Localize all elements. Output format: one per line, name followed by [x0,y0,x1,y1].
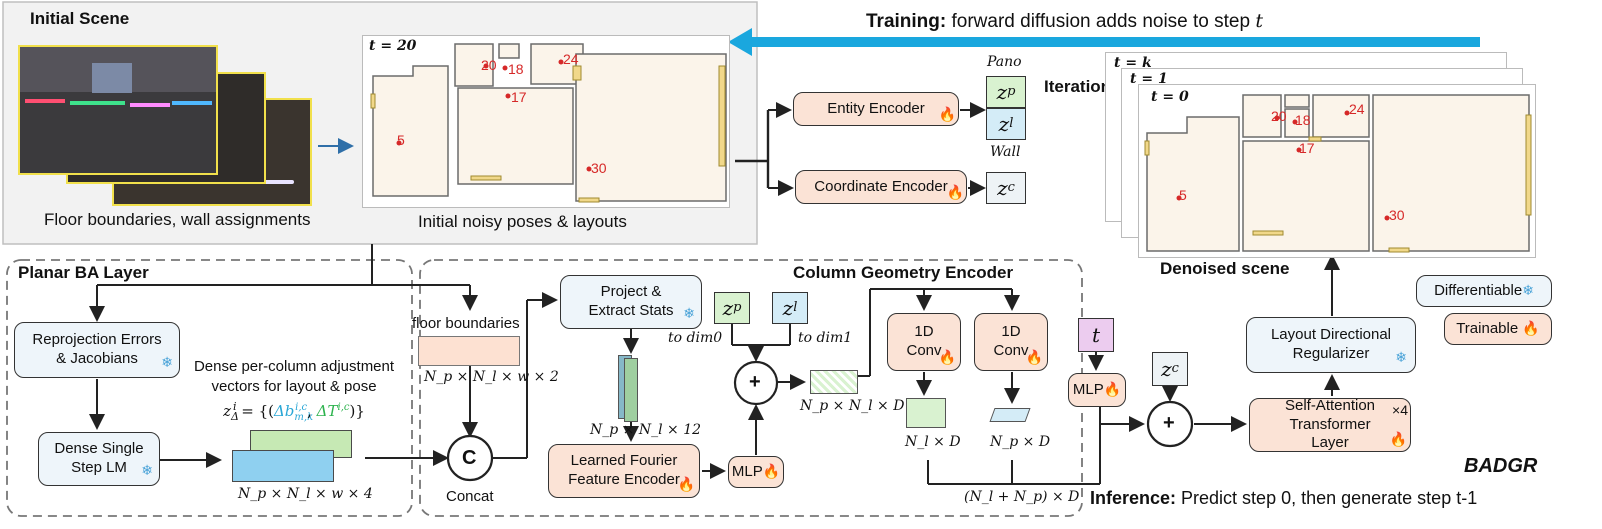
training-arrow-head [728,28,752,56]
initial-floorplan: t = 20 20 18 24 17 5 30 [362,35,730,208]
entity-encoder: Entity Encoder🔥 [793,92,959,126]
flame-icon: 🔥 [946,183,964,200]
sum-dims-label: N_p × N_l × D [800,398,905,414]
flame-icon: 🔥 [1522,320,1540,337]
floor-boundaries-tensor [418,336,520,366]
stats-slab-2 [624,358,638,422]
self-attention-box: Self-Attention Transformer Layer×4🔥 [1249,397,1411,452]
wall-label: Wall [990,144,1021,160]
flame-icon: 🔥 [1103,381,1122,398]
fb-dims-label: N_p × N_l × w × 2 [424,369,559,385]
room-id: 5 [397,132,405,148]
fourier-box: Learned Fourier Feature Encoder🔥 [548,444,700,498]
snowflake-icon: ❄ [683,304,695,321]
concat-symbol: C [462,447,477,469]
room-id: 18 [1295,112,1311,128]
legend-differentiable: Differentiable❄ [1416,275,1552,307]
tensor-slab-blue [232,450,334,482]
nl-dims-label: N_l × D [905,434,961,450]
room-id: 30 [1389,207,1405,223]
floor-boundaries-label: floor boundaries [412,315,520,332]
iteration-label: Iteration [1044,77,1112,96]
tensor-dims-label: N_p × N_l × w × 4 [238,486,373,502]
conv-box-1: 1D Conv🔥 [887,313,961,371]
room-id: 17 [1299,140,1315,156]
room-id: 18 [508,61,524,77]
initial-scene-caption-right: Initial noisy poses & layouts [418,212,627,231]
np-dims-label: N_p × D [990,434,1051,450]
concat-node [446,434,494,482]
denoised-caption: Denoised scene [1160,259,1290,278]
inference-label: Inference: Predict step 0, then generate… [1090,488,1478,508]
t20-label: t = 20 [369,38,417,54]
lm-box: Dense Single Step LM❄ [38,432,160,486]
room-id: 5 [1179,187,1187,203]
badgr-label: BADGR [1464,455,1538,477]
flame-icon: 🔥 [1389,430,1407,447]
planar-ba-panel [6,259,413,517]
coordinate-encoder: Coordinate Encoder🔥 [795,170,967,204]
to-dim0-label: to dim0 [668,330,723,346]
column-geometry-title: Column Geometry Encoder [793,263,1014,282]
room-id: 20 [481,57,497,73]
initial-scene-caption-left: Floor boundaries, wall assignments [44,210,311,229]
flame-icon: 🔥 [1025,348,1043,365]
to-dim1-label: to dim1 [798,330,853,346]
plus-symbol-1: + [749,371,761,393]
panorama-image-1 [18,45,218,175]
sum-tensor [810,370,858,394]
snowflake-icon: ❄ [1395,348,1407,365]
mlp-box-1: MLP🔥 [728,456,784,488]
room-id: 20 [1271,108,1287,124]
snowflake-icon: ❄ [161,353,173,370]
conv-box-2: 1D Conv🔥 [974,313,1048,371]
training-arrow-shaft [752,37,1480,47]
regularizer-box: Layout Directional Regularizer❄ [1246,317,1416,373]
planar-ba-title: Planar BA Layer [18,263,149,282]
nl-output-tensor [906,398,946,428]
pano-label: Pano [987,54,1022,70]
room-id: 24 [1349,101,1365,117]
project-stats-box: Project & Extract Stats❄ [560,275,702,329]
flame-icon: 🔥 [762,463,781,480]
merge-dims-label: (N_l + N_p) × D [964,489,1080,505]
np-output-tensor [989,408,1031,422]
dense-description: Dense per-column adjustment vectors for … [193,358,395,423]
legend-trainable: Trainable 🔥 [1444,313,1552,345]
snowflake-icon: ❄ [1522,282,1534,299]
frame-t0: t = 0 20 18 24 17 5 30 [1138,84,1536,258]
snowflake-icon: ❄ [141,461,153,478]
sum-node-1 [733,360,779,406]
reprojection-box: Reprojection Errors & Jacobians❄ [14,322,180,378]
flame-icon: 🔥 [938,105,956,122]
room-id: 24 [563,51,579,67]
room-id: 17 [511,89,527,105]
mlp-box-2: MLP🔥 [1068,373,1126,407]
flame-icon: 🔥 [938,348,956,365]
stats-dims-label: N_p × N_l × 12 [590,422,702,438]
initial-scene-title: Initial Scene [30,9,130,28]
plus-symbol-2: + [1163,412,1175,434]
sum-node-2 [1146,400,1194,448]
flame-icon: 🔥 [677,475,695,492]
concat-label: Concat [446,488,494,505]
t-token: t [1078,318,1114,352]
room-id: 30 [591,160,607,176]
training-label: Training: forward diffusion adds noise t… [866,10,1263,32]
